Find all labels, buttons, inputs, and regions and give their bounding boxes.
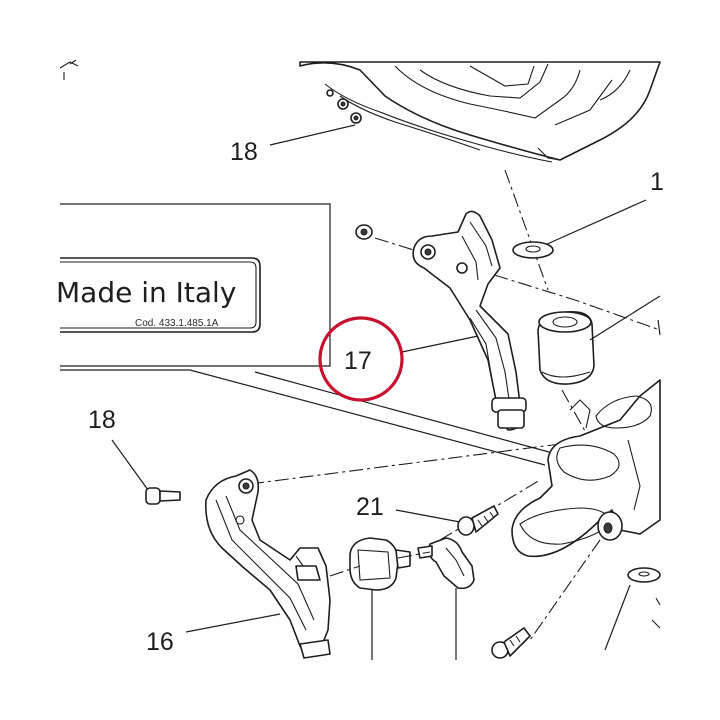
callout-17: 17: [318, 316, 479, 402]
connector-plug: [417, 537, 475, 660]
corner-mark: [59, 59, 79, 80]
made-in-italy-label: Made in Italy Cod. 433.1.485.1A: [56, 257, 261, 333]
part-17-bracket: [412, 210, 527, 431]
callout-1: 1: [544, 168, 664, 246]
callout-label-18-left: 18: [88, 406, 116, 434]
rubber-bushing: [537, 295, 661, 385]
callout-18-left: 18: [88, 406, 149, 491]
callout-label-1: 1: [650, 168, 664, 196]
callout-21: 21: [356, 493, 461, 523]
callout-label-17: 17: [344, 347, 372, 375]
label-code-text: Cod. 433.1.485.1A: [135, 318, 219, 329]
label-main-text: Made in Italy: [56, 276, 236, 309]
bolt-21: [457, 505, 499, 536]
fork-clamp-casting: [511, 379, 661, 558]
bolt-lower: [491, 627, 531, 659]
callout-label-21: 21: [356, 493, 384, 521]
label-callout-frame: [60, 203, 561, 466]
edge-tick: [657, 319, 661, 336]
highlight-ring: [318, 316, 404, 402]
callout-16: 16: [146, 613, 281, 656]
part-16-bracket: [205, 469, 331, 659]
callout-label-18-top: 18: [230, 138, 258, 166]
bolt-left: [145, 487, 181, 505]
lower-washer: [604, 567, 661, 651]
connector-axis: [329, 551, 431, 577]
top-housing-assembly: [299, 61, 661, 163]
small-nut: [355, 224, 373, 240]
callout-label-16: 16: [146, 628, 174, 656]
callout-18-top: 18: [230, 124, 356, 166]
rubber-grommet: [349, 537, 411, 660]
washer-part: [512, 241, 554, 259]
